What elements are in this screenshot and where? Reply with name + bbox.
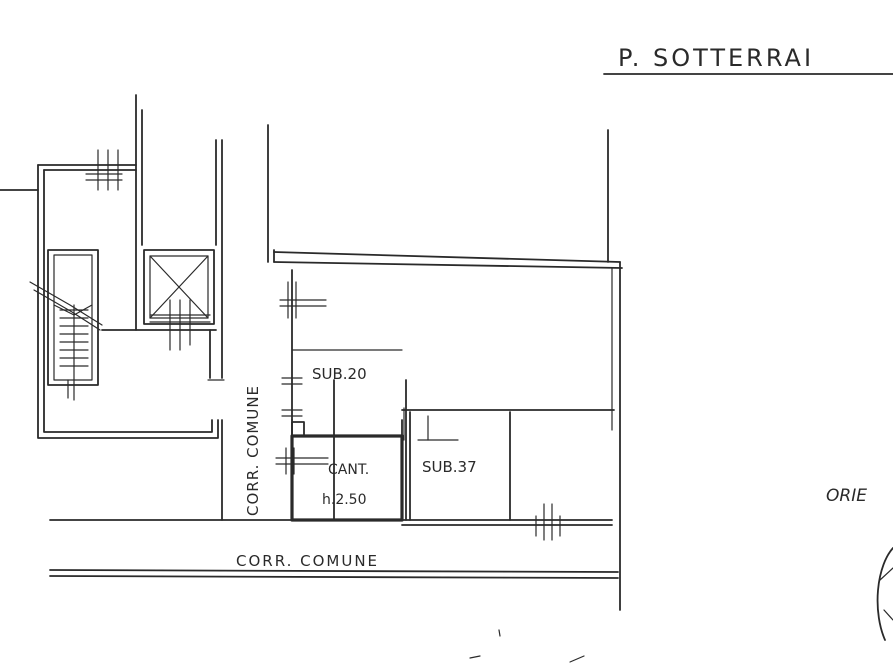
cantina-room xyxy=(290,419,404,522)
elevator-cross xyxy=(149,255,209,319)
label-cantina-height: h.2.50 xyxy=(322,492,367,508)
cantina-outline xyxy=(290,434,404,522)
horizontal-corridor-walls xyxy=(49,569,619,579)
wall xyxy=(49,575,619,579)
label-vertical-corridor: CORR. COMUNE xyxy=(244,385,262,516)
label-cantina: CANT. xyxy=(328,462,369,478)
wall xyxy=(49,569,619,573)
room-labels: SUB.20 CANT. h.2.50 SUB.37 CORR. COMUNE … xyxy=(236,365,477,570)
stair-well xyxy=(47,249,99,386)
compass-arc xyxy=(876,547,893,641)
cantina-pillar xyxy=(291,421,305,437)
stair-arrow xyxy=(29,281,103,326)
compass-needle xyxy=(879,567,893,581)
elevator-car xyxy=(149,255,209,319)
stair-arrow xyxy=(33,289,101,331)
orientation-indicator: ORIE xyxy=(826,486,893,641)
label-horizontal-corridor: CORR. COMUNE xyxy=(236,552,379,570)
stair-block xyxy=(0,94,225,439)
scan-mark xyxy=(569,655,585,663)
plan-title: P. SOTTERRAI xyxy=(603,44,893,75)
stair-arrow xyxy=(53,304,93,316)
scan-mark xyxy=(469,655,481,659)
wall xyxy=(273,261,623,269)
compass-needle xyxy=(883,609,893,621)
plan-title-text: P. SOTTERRAI xyxy=(618,44,814,72)
elevator-shaft xyxy=(143,249,215,325)
label-sub20: SUB.20 xyxy=(312,365,367,383)
wall xyxy=(43,169,213,433)
label-sub37: SUB.37 xyxy=(422,458,477,476)
orientation-label: ORIE xyxy=(826,486,867,506)
right-room-walls xyxy=(273,129,623,611)
door-marks xyxy=(275,281,561,541)
wall xyxy=(273,251,621,263)
stair-well xyxy=(53,254,93,381)
wall xyxy=(37,164,219,439)
scan-marks xyxy=(469,629,585,663)
scan-mark xyxy=(498,629,501,637)
